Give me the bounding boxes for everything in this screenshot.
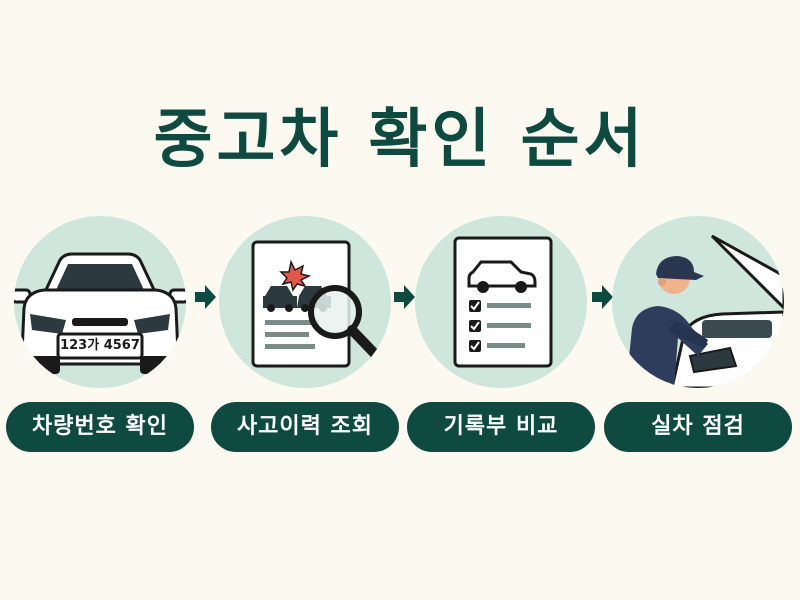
step-label: 사고이력 조회 xyxy=(211,402,399,452)
arrow-right-icon xyxy=(592,285,613,309)
car-front-icon xyxy=(14,252,186,374)
step-record-compare: 기록부 비교 xyxy=(407,210,595,460)
step-illustration xyxy=(612,216,784,388)
step-accident-history: 사고이력 조회 xyxy=(211,210,399,460)
license-plate-text: 123가 4567 xyxy=(60,338,140,353)
page-title: 중고차 확인 순서 xyxy=(153,103,647,177)
step-label: 차량번호 확인 xyxy=(6,402,194,452)
accident-search-icon xyxy=(251,240,380,368)
step-vehicle-inspection: 실차 점검 xyxy=(604,210,792,460)
arrow-right-icon xyxy=(394,285,415,309)
step-illustration xyxy=(219,216,391,388)
step-illustration xyxy=(415,216,587,388)
step-label: 기록부 비교 xyxy=(407,402,595,452)
arrow-right-icon xyxy=(195,285,216,309)
step-label: 실차 점검 xyxy=(604,402,792,452)
mechanic-inspection-icon xyxy=(626,234,784,388)
step-illustration: 123가 4567 xyxy=(14,216,186,388)
checklist-document-icon xyxy=(453,236,553,368)
step-plate-check: 123가 4567 차량번호 확인 xyxy=(6,210,194,460)
